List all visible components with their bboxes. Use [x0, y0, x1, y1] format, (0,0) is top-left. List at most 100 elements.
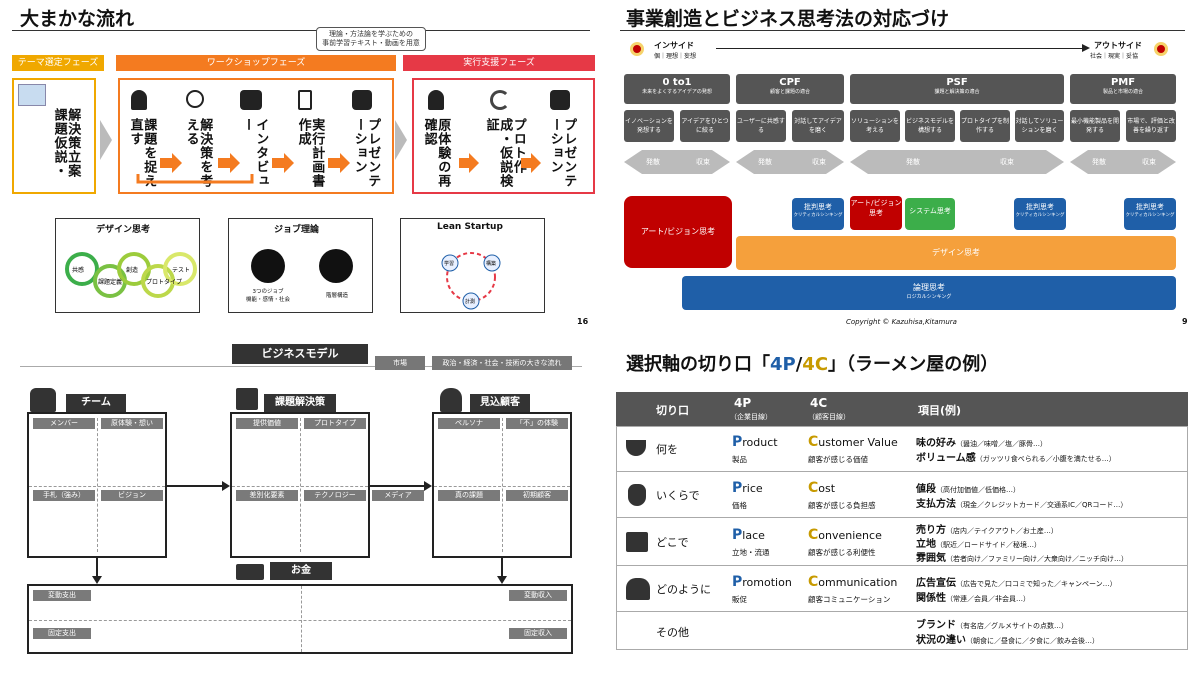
converge-label-1: 収束: [696, 158, 710, 166]
phase-theme: テーマ選定フェーズ: [12, 55, 104, 71]
stage-name: 0 to1: [662, 77, 692, 88]
media-cell: メディア: [372, 490, 424, 501]
design-stage-3: 創造: [126, 266, 138, 274]
action-item: ユーザーに共感する: [736, 110, 786, 142]
stage-name: PMF: [1110, 77, 1136, 88]
q1-callout: 理論・方法論を学ぶための 事前学習テキスト・動画を用意: [316, 27, 426, 52]
stage-sub: 顧客と課題の適合: [769, 89, 810, 95]
gift-icon: [236, 388, 258, 410]
design-thinking-box: デザイン思考 共感 課題定義 創造 プロトタイプ テスト: [55, 218, 200, 313]
q3-title: ビジネスモデル: [232, 344, 368, 364]
people-talk-icon: [626, 578, 650, 600]
phase-execution: 実行支援フェーズ: [403, 55, 595, 71]
ex-step-2: プロト作成・仮説検証: [483, 118, 526, 188]
design-block: デザイン思考: [736, 236, 1176, 270]
q4-title-4c: 4C: [802, 354, 829, 375]
row-p: Promotion: [732, 574, 792, 590]
bulb-icon: [186, 90, 204, 108]
solution-cell: 提供価値: [236, 418, 298, 429]
stage-name: CPF: [779, 77, 801, 88]
row-p-sub: 製品: [732, 455, 747, 464]
row-p-sub: 価格: [732, 501, 747, 510]
diverge-label-2: 発散: [758, 158, 772, 166]
design-stage-2: 課題定義: [98, 278, 122, 286]
customer-cell: 初期顧客: [506, 490, 568, 501]
row-c-sub: 顧客が感じる負担感: [808, 501, 876, 510]
header-4p: 4P: [734, 396, 752, 410]
solution-cell: 差別化要素: [236, 490, 298, 501]
action-item: 対話してアイデアを磨く: [792, 110, 844, 142]
people-icon: [240, 90, 262, 110]
header-4c-sub: （顧客目線）: [808, 413, 850, 421]
row-c: Cost: [808, 480, 836, 496]
ws-step-5: プレゼンテーション: [351, 118, 381, 188]
critical-label: 批判思考: [1026, 203, 1054, 211]
q1-panel: 大まかな流れ 理論・方法論を学ぶための 事前学習テキスト・動画を用意 テーマ選定…: [0, 0, 600, 335]
presenter-icon: [352, 90, 372, 110]
system-block: システム思考: [905, 198, 955, 230]
header-cut: 切り口: [656, 404, 689, 417]
row-item: 支払方法（現金／クレジットカード／交通系IC／QRコード…）: [916, 499, 1128, 510]
critical-block-3: 批判思考 クリティカルシンキング: [1124, 198, 1176, 230]
money-cell: 変動収入: [509, 590, 567, 601]
market-tag: 市場: [375, 356, 425, 370]
stage-sub: 製品と市場の適合: [1102, 89, 1143, 95]
three-jobs-label: 3つのジョブ 機能・感情・社会: [245, 289, 290, 303]
stage-name: PSF: [946, 77, 968, 88]
row-item: 雰囲気（若者向け／ファミリー向け／大衆向け／ニッチ向け…）: [916, 553, 1128, 564]
lean-startup-box: Lean Startup 学習 構築 計測: [400, 218, 545, 313]
q4-title-pre: 選択軸の切り口「: [626, 354, 770, 375]
bowl-icon: [626, 440, 646, 456]
solution-cell: テクノロジー: [304, 490, 366, 501]
stage-pmf: PMF 製品と市場の適合: [1070, 74, 1176, 104]
design-stage-1: 共感: [72, 266, 84, 274]
row-item: 状況の違い（朝食に／昼食に／夕食に／飲み会後…）: [916, 635, 1099, 646]
team-cell: メンバー: [33, 418, 95, 429]
lean-startup-title: Lean Startup: [437, 222, 503, 232]
row-p: Place: [732, 527, 765, 543]
row-cut: どこで: [656, 536, 689, 549]
diverge-label-1: 発散: [646, 158, 660, 166]
critical-label: 批判思考: [804, 203, 832, 211]
document-icon: [298, 90, 312, 110]
hierarchy-label: 階層構造: [325, 293, 348, 299]
money-label: お金: [270, 562, 332, 580]
stage-sub: 未来をよくするアイデアの発想: [642, 89, 712, 95]
table-body: [616, 426, 1188, 650]
diverge-converge-row: [624, 150, 1176, 174]
design-loop-diagram: 共感 課題定義 創造 プロトタイプ テスト: [65, 252, 197, 298]
header-4c: 4C: [810, 396, 828, 410]
converge-label-3: 収束: [1000, 158, 1014, 166]
header-items: 項目(例): [918, 404, 962, 417]
design-stage-4: プロトタイプ: [146, 278, 182, 286]
team-box: メンバー 原体験・想い 手札（強み） ビジョン: [27, 412, 167, 558]
converge-label-4: 収束: [1142, 158, 1156, 166]
team-cell: ビジョン: [101, 490, 163, 501]
row-item: ブランド（有名店／グルメサイトの点数…）: [916, 620, 1068, 631]
q2-title: 事業創造とビジネス思考法の対応づけ: [626, 8, 950, 30]
phase-workshop: ワークショップフェーズ: [116, 55, 396, 71]
ws-arrows: [136, 153, 350, 184]
money-cell: 変動支出: [33, 590, 91, 601]
row-item: 味の好み（醤油／味噌／塩／豚骨…）: [916, 438, 1047, 449]
team-cell: 原体験・想い: [101, 418, 163, 429]
critical-sub: クリティカルシンキング: [1125, 213, 1175, 218]
critical-sub: クリティカルシンキング: [793, 213, 843, 218]
row-c: Convenience: [808, 527, 882, 543]
header-4p-sub: （企業目線）: [730, 413, 772, 421]
solution-label: 課題解決策: [264, 394, 336, 412]
sun-icon-left: [630, 42, 644, 56]
copyright: Copyright © Kazuhisa,Kitamura: [846, 318, 957, 326]
row-p: Product: [732, 434, 778, 450]
action-item: プロトタイプを制作する: [960, 110, 1010, 142]
money-bag-icon: [628, 484, 646, 506]
ws-step-3: インタビュー: [239, 118, 269, 188]
q4-title-post: 」（ラーメン屋の例）: [828, 354, 999, 375]
job-theory-box: ジョブ理論 3つのジョブ 機能・感情・社会 階層構造: [228, 218, 373, 313]
q3-panel: ビジネスモデル 市場 政治・経済・社会・技術の大きな流れ チーム メンバー 原体…: [0, 340, 600, 675]
diverge-label-4: 発散: [1092, 158, 1106, 166]
stage-0to1: 0 to1 未来をよくするアイデアの発想: [624, 74, 730, 104]
row-item: ボリューム感（ガッツリ食べられる／小腹を満たせる…）: [916, 453, 1116, 464]
customer-icon: [440, 388, 462, 412]
outsight-label: アウトサイド: [1094, 41, 1142, 50]
